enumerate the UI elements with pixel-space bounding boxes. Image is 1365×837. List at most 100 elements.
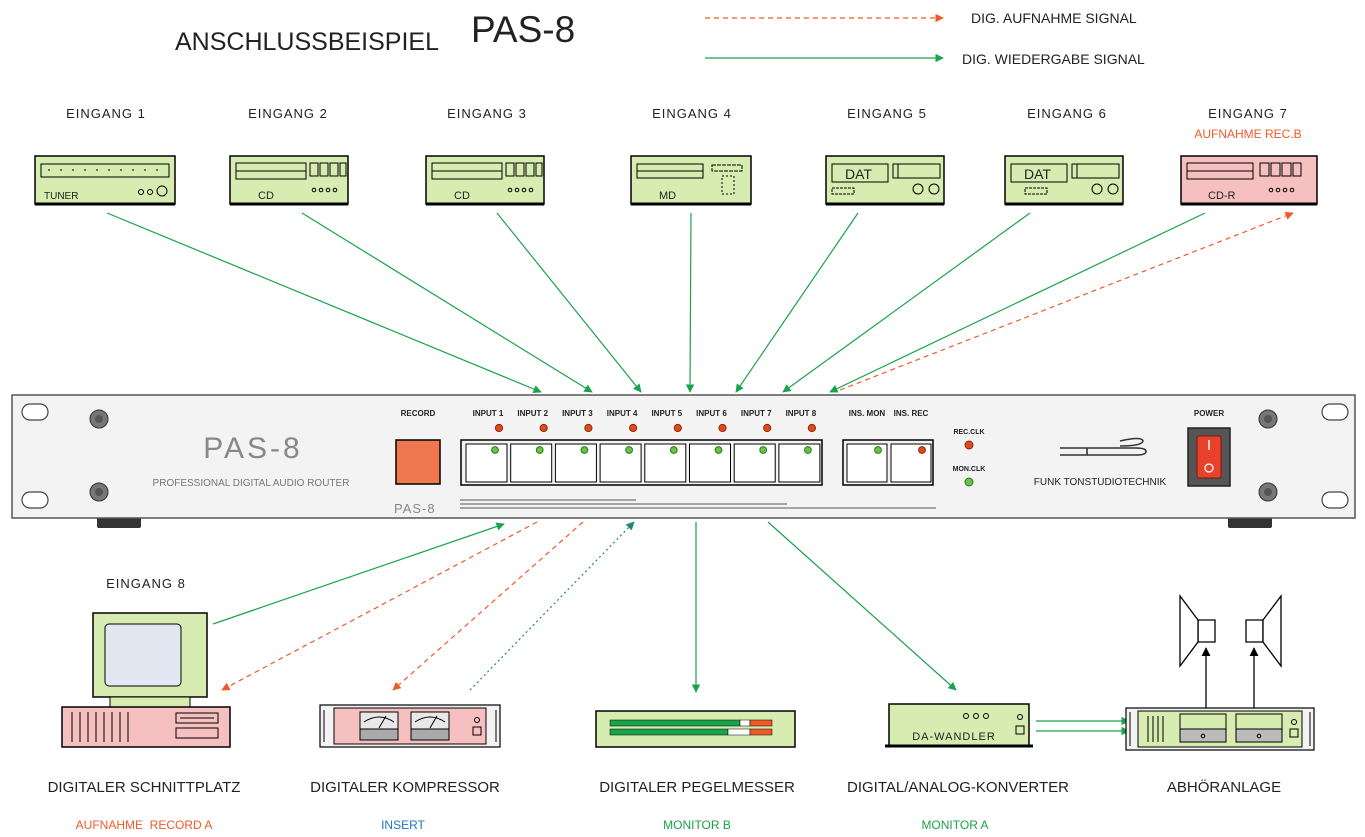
cdr-device-label: CD-R xyxy=(1208,190,1236,202)
input-8-button[interactable] xyxy=(778,443,821,483)
input-5-led xyxy=(673,423,682,433)
dat-recorder-icon xyxy=(1004,155,1124,206)
rec-clk-label: REC.CLK xyxy=(953,429,984,436)
input-3-led xyxy=(584,423,593,433)
input-8-indicator xyxy=(804,446,812,454)
legend-playback-label: DIG. WIEDERGABE SIGNAL xyxy=(962,51,1145,67)
tuner-device-label: TUNER xyxy=(44,191,78,202)
input-5-indicator xyxy=(669,446,678,454)
record-b-arrow xyxy=(839,211,1294,391)
input-7-indicator xyxy=(759,446,768,454)
input-4-button[interactable] xyxy=(599,443,642,483)
record-label: RECORD xyxy=(401,409,436,418)
output-title-workstation: DIGITALER SCHNITTPLATZ xyxy=(48,779,241,796)
input-2-label: INPUT 2 xyxy=(517,409,548,418)
router-front-panel xyxy=(11,394,1356,519)
input-signal-arrows xyxy=(106,212,1206,394)
trombone-logo-icon xyxy=(1060,437,1147,456)
cd3-device-label: CD xyxy=(454,190,470,202)
input-3-indicator xyxy=(580,446,589,454)
router-subtitle: PROFESSIONAL DIGITAL AUDIO ROUTER xyxy=(153,478,350,489)
output-role-workstation: AUFNAHME RECORD A xyxy=(76,818,213,832)
record-button[interactable] xyxy=(395,439,441,485)
input-8-led xyxy=(807,423,817,433)
input-sublabel-7: AUFNAHME REC.B xyxy=(1194,127,1301,141)
insert-monitor-indicator xyxy=(874,446,882,454)
da-device-label: DA-WANDLER xyxy=(912,731,996,743)
output-role-da-converter: MONITOR A xyxy=(921,818,988,832)
mon-clk-led xyxy=(964,477,974,487)
brand-label: FUNK TONSTUDIOTECHNIK xyxy=(1034,477,1167,488)
output-role-compressor: INSERT xyxy=(381,818,425,832)
compressor-icon xyxy=(319,704,501,748)
insert-record-indicator xyxy=(918,446,926,454)
cd-player-icon xyxy=(229,155,349,206)
input-4-led xyxy=(629,423,638,433)
input-4-indicator xyxy=(625,446,633,454)
input-7-label: INPUT 7 xyxy=(741,409,772,418)
ins-2-label: INS. REC xyxy=(894,409,929,418)
output-role-level-meter: MONITOR B xyxy=(663,818,731,832)
title-model: PAS-8 xyxy=(471,9,575,50)
input-buttons: INPUT 1 INPUT 2 INPUT 3 INPUT 4 INPUT 5 INPUT… xyxy=(465,409,821,483)
input-6-button[interactable] xyxy=(689,443,731,483)
cd-recorder-icon xyxy=(1180,155,1318,206)
power-label: POWER xyxy=(1194,409,1224,418)
input-label-2: EINGANG 2 xyxy=(248,106,328,121)
amplifier-icon xyxy=(1125,707,1315,751)
rec-clk-led xyxy=(964,440,974,450)
input-1-label: INPUT 1 xyxy=(473,409,504,418)
input-3-label: INPUT 3 xyxy=(562,409,593,418)
ins-1-label: INS. MON xyxy=(849,409,886,418)
output-title-da-converter: DIGITAL/ANALOG-KONVERTER xyxy=(847,779,1069,796)
input-6-indicator xyxy=(714,446,723,454)
level-meter-icon xyxy=(595,710,796,748)
power-switch[interactable] xyxy=(1196,435,1222,479)
input-1-button[interactable] xyxy=(465,443,508,483)
mon-clk-label: MON.CLK xyxy=(953,466,986,473)
dat6-device-label: DAT xyxy=(1024,166,1051,182)
input-1-indicator xyxy=(491,446,499,454)
tuner-icon xyxy=(34,155,176,206)
input-6-label: INPUT 6 xyxy=(696,409,727,418)
dat5-device-label: DAT xyxy=(845,166,872,182)
workstation-icon xyxy=(61,706,231,748)
cd-player-icon xyxy=(425,155,545,206)
router-model-small: PAS-8 xyxy=(394,501,436,516)
input-label-5: EINGANG 5 xyxy=(847,106,927,121)
output-title-monitoring: ABHÖRANLAGE xyxy=(1167,778,1281,796)
input-2-button[interactable] xyxy=(510,443,553,483)
input-6-led xyxy=(718,423,727,433)
cd2-device-label: CD xyxy=(258,190,274,202)
dat-recorder-icon xyxy=(825,155,945,206)
input-label-4: EINGANG 4 xyxy=(652,106,732,121)
input-7-led xyxy=(763,423,772,433)
input-label-7: EINGANG 7 xyxy=(1208,106,1288,121)
input-5-button[interactable] xyxy=(644,443,687,483)
input-label-1: EINGANG 1 xyxy=(66,106,146,121)
minidisc-icon xyxy=(630,155,752,206)
input-3-button[interactable] xyxy=(554,443,597,483)
input-4-label: INPUT 4 xyxy=(607,409,638,418)
input-5-label: INPUT 5 xyxy=(651,409,682,418)
da-converter-icon xyxy=(885,703,1033,748)
input-label-8: EINGANG 8 xyxy=(106,576,186,591)
input-label-6: EINGANG 6 xyxy=(1027,106,1107,121)
title-prefix: ANSCHLUSSBEISPIEL xyxy=(175,28,439,56)
input-2-indicator xyxy=(535,446,544,454)
md-device-label: MD xyxy=(659,190,676,202)
input-7-button[interactable] xyxy=(733,443,776,483)
output-title-compressor: DIGITALER KOMPRESSOR xyxy=(310,779,500,796)
input-1-led xyxy=(494,423,504,433)
insert-buttons: INS. MON INS. REC xyxy=(846,409,932,483)
output-title-level-meter: DIGITALER PEGELMESSER xyxy=(599,779,795,796)
legend-record-label: DIG. AUFNAHME SIGNAL xyxy=(971,10,1137,26)
output-signal-arrows xyxy=(212,521,1130,736)
speaker-left-icon xyxy=(1179,594,1216,708)
router-model: PAS-8 xyxy=(203,432,302,465)
input-8-label: INPUT 8 xyxy=(786,409,817,418)
computer-monitor-icon xyxy=(92,612,208,708)
input-label-3: EINGANG 3 xyxy=(447,106,527,121)
